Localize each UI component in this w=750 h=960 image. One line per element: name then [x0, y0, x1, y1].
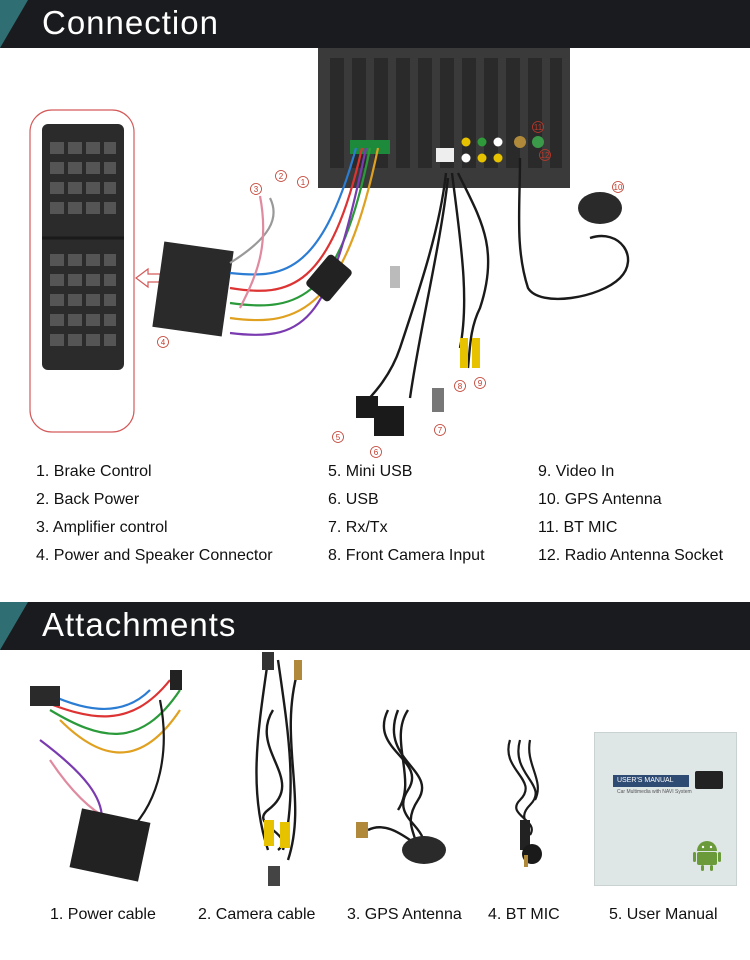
head-unit-back: [318, 48, 570, 188]
legend-item: 11. BT MIC: [538, 519, 618, 536]
arrow-left-icon: [135, 267, 161, 289]
banner-accent: [0, 0, 28, 48]
callout-11: 11: [534, 123, 543, 132]
callouts: 1 2 3 4 5 6 7 8 9 10 11 12: [157, 121, 624, 458]
android-icon: [693, 841, 721, 871]
callout-9: 9: [478, 379, 483, 388]
legend-item: 5. Mini USB: [328, 463, 413, 480]
attachment-caption-gps-antenna: 3. GPS Antenna: [347, 906, 462, 923]
callout-4: 4: [161, 338, 166, 347]
connection-diagram: 1 2 3 4 5 6 7 8 9 10 11 12: [29, 48, 630, 458]
legend-item: 12. Radio Antenna Socket: [538, 547, 724, 564]
legend-item: 1. Brake Control: [36, 463, 152, 480]
rx-tx-plug: [432, 388, 444, 412]
banner-accent: [0, 602, 28, 650]
legend-item: 6. USB: [328, 491, 379, 508]
user-manual-image: USER'S MANUAL Car Multimedia with NAVI S…: [594, 732, 737, 886]
callout-8: 8: [458, 382, 463, 391]
bt-mic-image: [507, 739, 542, 867]
mini-usb-plug: [356, 396, 378, 418]
callout-6: 6: [374, 448, 379, 457]
callout-12: 12: [541, 151, 550, 160]
legend-item: 10. GPS Antenna: [538, 491, 662, 508]
legend-item: 2. Back Power: [36, 491, 140, 508]
attachment-caption-bt-mic: 4. BT MIC: [488, 906, 560, 923]
legend-item: 3. Amplifier control: [36, 519, 168, 536]
gps-antenna-image: [356, 709, 446, 864]
gps-antenna-puck: [578, 192, 622, 224]
power-speaker-harness: [152, 147, 400, 337]
connection-title: Connection: [42, 4, 219, 41]
manual-subtitle: Car Multimedia with NAVI System: [617, 789, 692, 795]
attachment-caption-user-manual: 5. User Manual: [609, 906, 718, 923]
video-in-plug-a: [460, 338, 468, 368]
usb-plug: [374, 406, 404, 436]
callout-10: 10: [614, 183, 623, 192]
cables: [359, 157, 630, 409]
callout-5: 5: [336, 433, 341, 442]
callout-1: 1: [301, 178, 306, 187]
attachment-caption-power-cable: 1. Power cable: [50, 906, 156, 923]
attachments-section-header: Attachments: [0, 602, 750, 650]
legend-item: 4. Power and Speaker Connector: [36, 547, 273, 564]
video-in-plug-b: [472, 338, 480, 368]
connection-section-header: Connection: [0, 0, 750, 48]
connector-closeup: [42, 124, 124, 370]
legend-item: 7. Rx/Tx: [328, 519, 388, 536]
legend-item: 8. Front Camera Input: [328, 547, 485, 564]
attachment-caption-camera-cable: 2. Camera cable: [198, 906, 316, 923]
callout-3: 3: [254, 185, 259, 194]
attachments-title: Attachments: [42, 606, 237, 643]
power-cable-image: [30, 670, 182, 882]
legend-column-2: 5. Mini USB 6. USB 7. Rx/Tx 8. Front Cam…: [328, 458, 485, 570]
connector-closeup-frame: [29, 109, 135, 433]
callout-2: 2: [279, 172, 284, 181]
manual-device-icon: [695, 771, 723, 789]
manual-title-bar: USER'S MANUAL: [613, 775, 689, 787]
callout-7: 7: [438, 426, 443, 435]
manual-title: USER'S MANUAL: [617, 777, 674, 784]
legend-column-3: 9. Video In 10. GPS Antenna 11. BT MIC 1…: [538, 458, 723, 570]
camera-cable-image: [255, 652, 302, 886]
legend-item: 9. Video In: [538, 463, 615, 480]
legend-column-1: 1. Brake Control 2. Back Power 3. Amplif…: [36, 458, 273, 570]
